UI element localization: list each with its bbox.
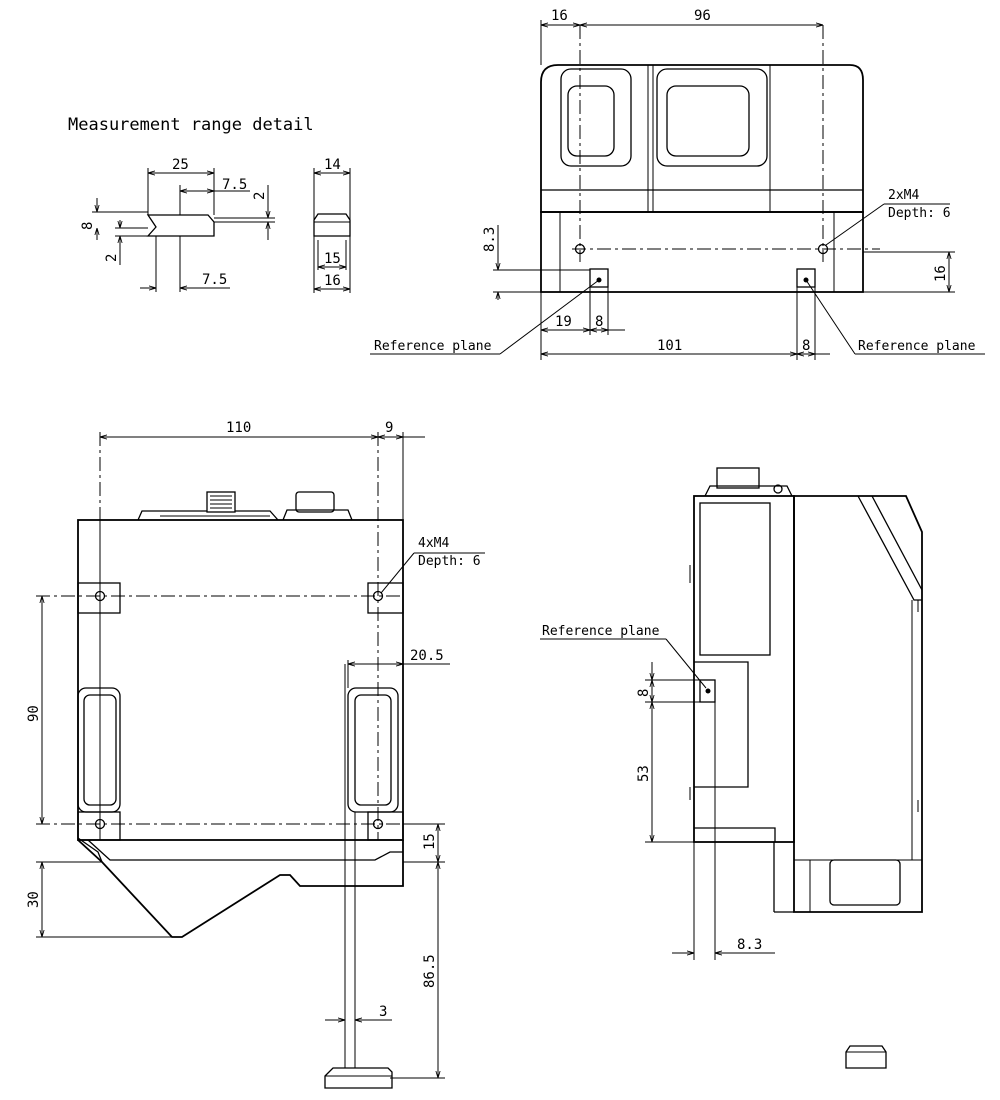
front-dim-15: 15 xyxy=(422,833,438,850)
top-dim-8-right: 8 xyxy=(802,338,810,354)
top-dim-16: 16 xyxy=(551,8,568,24)
front-dim-90: 90 xyxy=(26,705,42,722)
detail-part-side: 25 7.5 2 8 2 7.5 xyxy=(80,157,275,292)
top-view: 16 96 2xM4 Depth: 6 16 8.3 19 8 101 xyxy=(370,8,985,360)
top-dim-19: 19 xyxy=(555,314,572,330)
detail-dim-8: 8 xyxy=(80,222,96,230)
front-view: 110 9 4xM4 Depth: 6 90 20.5 15 30 86.5 xyxy=(26,420,485,1089)
front-dim-86-5: 86.5 xyxy=(422,954,438,988)
top-depth-label: Depth: 6 xyxy=(888,206,951,221)
detail-dim-2-right: 2 xyxy=(252,192,268,200)
side-dim-8-3: 8.3 xyxy=(737,937,762,953)
detail-dim-15: 15 xyxy=(324,251,341,267)
side-dim-53: 53 xyxy=(636,765,652,782)
detail-dim-7-5-top: 7.5 xyxy=(222,177,247,193)
front-dim-30: 30 xyxy=(26,891,42,908)
top-dim-8-left: 8 xyxy=(595,314,603,330)
side-view: Reference plane 8 53 8.3 xyxy=(540,467,923,1069)
front-thread-label: 4xM4 xyxy=(418,536,449,551)
front-dim-110: 110 xyxy=(226,420,251,436)
connector xyxy=(137,491,353,521)
front-dim-3: 3 xyxy=(379,1004,387,1020)
detail-dim-16: 16 xyxy=(324,273,341,289)
top-thread-label: 2xM4 xyxy=(888,188,919,203)
front-dim-9: 9 xyxy=(385,420,393,436)
detail-dim-7-5-bottom: 7.5 xyxy=(202,272,227,288)
top-dim-101: 101 xyxy=(657,338,682,354)
detail-part-end: 14 15 16 xyxy=(313,157,351,293)
side-dim-8: 8 xyxy=(636,689,652,697)
top-dim-8-3: 8.3 xyxy=(482,227,498,252)
front-dim-20-5: 20.5 xyxy=(410,648,444,664)
top-ref-plane-left: Reference plane xyxy=(374,339,492,354)
top-dim-16-right: 16 xyxy=(933,265,949,282)
measurement-range-detail: Measurement range detail 25 7.5 2 8 xyxy=(68,115,351,293)
detail-title: Measurement range detail xyxy=(68,115,314,135)
front-depth-label: Depth: 6 xyxy=(418,554,481,569)
detail-dim-14: 14 xyxy=(324,157,341,173)
detail-dim-2-left: 2 xyxy=(104,254,120,262)
side-ref-plane: Reference plane xyxy=(542,624,660,639)
top-ref-plane-right: Reference plane xyxy=(858,339,976,354)
top-dim-96: 96 xyxy=(694,8,711,24)
detail-dim-25: 25 xyxy=(172,157,189,173)
